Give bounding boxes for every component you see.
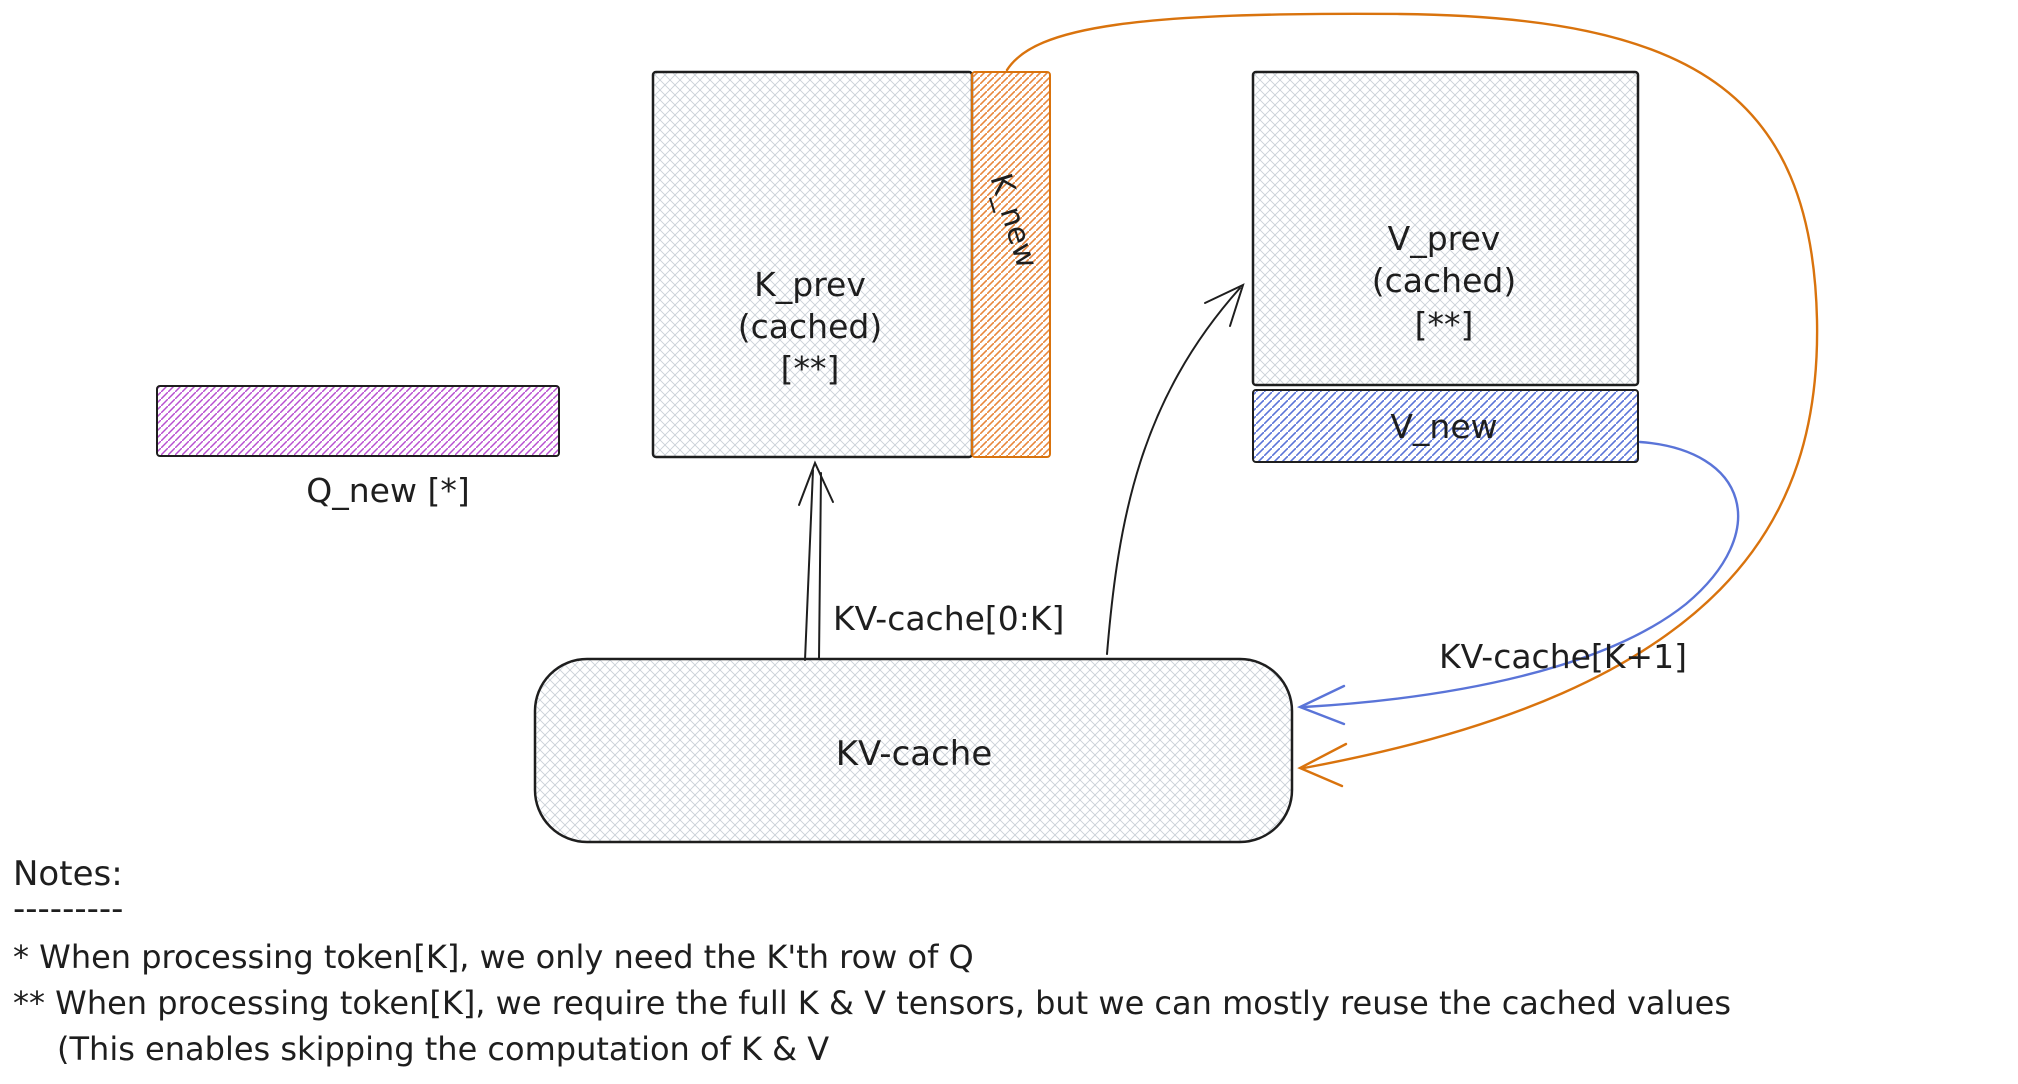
write-arrow-label: KV-cache[K+1] [1439,637,1687,676]
k-prev-tensor: K_prev (cached) [**] [651,70,974,459]
kv-cache-box: KV-cache [533,657,1294,844]
notes-divider: --------- [13,889,123,929]
notes-heading: Notes: [13,854,123,894]
knew-write-arrow [1005,12,1819,788]
kv-read-arrow-to-vprev [1106,283,1245,655]
write-arrow-blue-head [1296,684,1346,726]
k-prev-subtitle: (cached) [738,307,882,346]
vnew-write-arrow [1296,440,1740,726]
k-new-strip: K_new [971,71,1051,458]
v-new-strip: V_new [1252,389,1639,463]
read-arrow-label: KV-cache[0:K] [833,599,1064,638]
notes-line-3: (This enables skipping the computation o… [57,1030,829,1068]
v-prev-subtitle: (cached) [1372,261,1516,300]
notes-line-2: ** When processing token[K], we require … [13,984,1731,1022]
k-new-rect [971,71,1051,458]
read-arrow-shaft-1 [804,469,814,661]
k-prev-note-ref: [**] [781,349,840,388]
kv-cache-rect [533,657,1294,844]
v-new-label: V_new [1390,407,1497,446]
v-prev-note-ref: [**] [1415,305,1474,344]
read-arrow2-head [1204,283,1245,327]
v-new-rect [1252,389,1639,463]
kv-cache-label: KV-cache [836,734,993,774]
notes-section: Notes: --------- * When processing token… [13,854,1731,1068]
v-prev-title: V_prev [1388,219,1501,258]
read-arrow-shaft-2 [818,472,822,660]
write-arrow-orange-shaft [1005,12,1819,770]
kv-read-arrow-to-kprev [798,460,834,661]
write-arrow-orange-head [1297,742,1348,788]
k-prev-title: K_prev [754,265,866,304]
q-new-label: Q_new [*] [306,471,469,510]
v-prev-tensor: V_prev (cached) [**] [1251,70,1640,387]
notes-line-1: * When processing token[K], we only need… [13,938,974,976]
q-new-tensor: Q_new [*] [156,385,560,510]
write-arrow-blue-shaft [1302,440,1740,709]
q-new-rect [156,385,560,457]
v-prev-rect [1251,70,1640,387]
read-arrow2-shaft [1106,287,1241,655]
read-arrow-head [798,460,834,506]
